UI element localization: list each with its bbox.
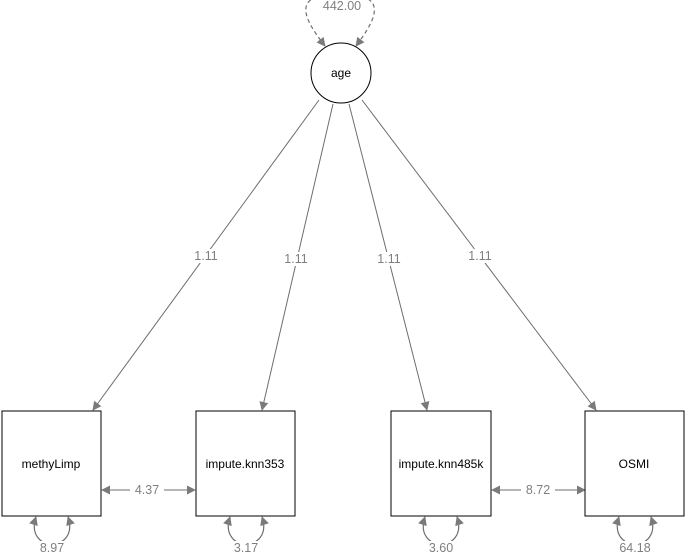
variance-label-methyLimp: 8.97 [40, 541, 64, 555]
loading-edges [92, 99, 597, 411]
covariance-label-methyLimp-impute-knn353: 4.37 [135, 483, 159, 497]
observed-box-OSMI [584, 410, 685, 517]
variance-label-OSMI: 64.18 [619, 541, 650, 555]
observed-label-impute-knn485k: impute.knn485k [399, 457, 485, 471]
loading-label-OSMI: 1.11 [468, 249, 491, 263]
loading-label-impute-knn485k: 1.11 [377, 252, 400, 266]
observed-box-impute-knn353 [195, 410, 296, 517]
variance-loop-impute-knn353 [223, 516, 269, 545]
variance-loop-impute-knn485k [418, 516, 464, 545]
variance-label-age: 442.00 [323, 0, 361, 13]
variance-loop-age [305, 0, 375, 47]
observed-label-methyLimp: methyLimp [22, 457, 81, 471]
latent-circle-age [310, 42, 372, 104]
latent-label-age: age [331, 66, 351, 80]
observed-node-methyLimp: methyLimp [1, 410, 102, 517]
loading-label-impute-knn353: 1.11 [284, 252, 307, 266]
latent-node-age: 442.00 age [305, 0, 375, 104]
observed-box-impute-knn485k [390, 410, 492, 517]
residual-labels: 8.97 3.17 3.60 64.18 [36, 541, 654, 555]
covariance-labels: 4.37 8.72 [130, 483, 555, 497]
observed-box-methyLimp [1, 410, 102, 517]
loading-labels: 1.11 1.11 1.11 1.11 [189, 249, 497, 266]
variance-loop-methyLimp [29, 516, 75, 545]
observed-label-impute-knn353: impute.knn353 [206, 457, 285, 471]
variance-label-bg-age [318, 0, 366, 12]
observed-node-impute-knn485k: impute.knn485k [390, 410, 492, 517]
observed-node-impute-knn353: impute.knn353 [195, 410, 296, 517]
observed-node-OSMI: OSMI [584, 410, 685, 517]
residual-loops [29, 516, 658, 545]
covariance-label-impute-knn485k-OSMI: 8.72 [526, 483, 550, 497]
observed-label-OSMI: OSMI [619, 457, 650, 471]
loading-label-methyLimp: 1.11 [194, 249, 217, 263]
variance-label-impute-knn353: 3.17 [234, 541, 258, 555]
variance-loop-OSMI [612, 516, 658, 545]
variance-label-impute-knn485k: 3.60 [429, 541, 453, 555]
